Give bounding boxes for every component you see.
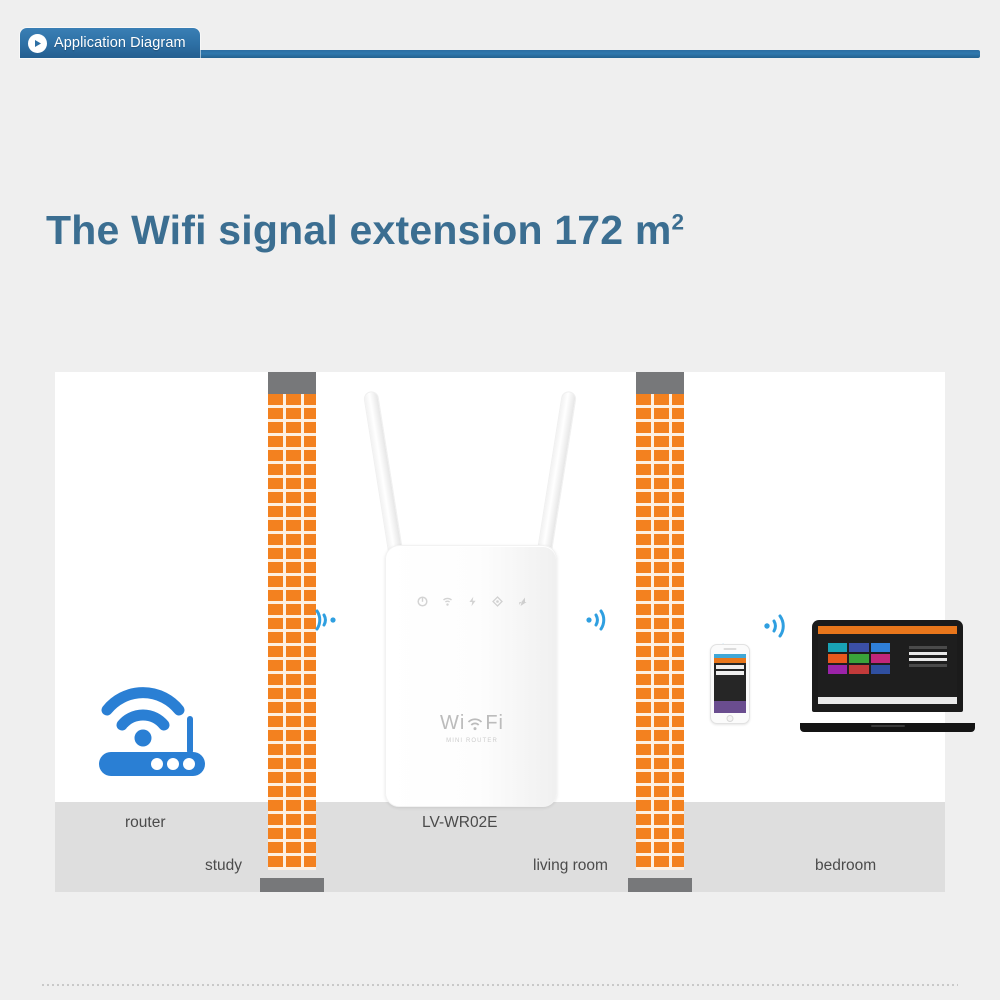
label-bedroom: bedroom — [815, 857, 877, 874]
label-living-room: living room — [533, 857, 608, 874]
brand-fi-text: Fi — [485, 712, 504, 734]
phone-content — [714, 663, 746, 701]
brick-wall-left — [260, 372, 324, 892]
wifi-repeater-device: Wi Fi MINI ROUTER — [340, 377, 600, 807]
phone-screen — [714, 654, 746, 713]
tab-bar-underline — [20, 50, 980, 58]
side-line — [909, 652, 947, 655]
wall-cap — [268, 372, 316, 394]
phone-home-button — [726, 714, 734, 722]
repeater-subtitle: MINI ROUTER — [446, 738, 498, 744]
laptop-screen — [818, 626, 957, 704]
play-circle-icon — [28, 33, 47, 53]
laptop-icon — [800, 620, 975, 732]
label-router: router — [125, 814, 166, 831]
page-title-text: The Wifi signal extension 172 m — [46, 207, 672, 254]
bottom-divider — [42, 984, 958, 986]
tab-application-diagram[interactable]: Application Diagram — [20, 28, 200, 58]
application-diagram-illustration: Wi Fi MINI ROUTER — [55, 372, 975, 892]
phone-footer — [714, 701, 746, 713]
phone-header — [714, 658, 746, 663]
brand-wifi-arc-icon — [468, 717, 483, 730]
wifi-wave-study-icon — [313, 607, 341, 638]
laptop-base — [800, 723, 975, 732]
label-study: study — [205, 857, 243, 874]
wifi-wave-livingroom-icon — [583, 607, 611, 638]
page-title: The Wifi signal extension 172 m2 — [46, 207, 684, 254]
wall-bricks — [636, 394, 684, 870]
floor-band — [55, 802, 945, 892]
brick-wall-right — [628, 372, 692, 892]
page-title-superscript: 2 — [671, 209, 685, 235]
wall-cap — [636, 372, 684, 394]
tab-label: Application Diagram — [54, 35, 186, 51]
wall-bricks — [268, 394, 316, 870]
tile — [828, 654, 848, 663]
power-led-icon — [416, 594, 428, 607]
phone-row — [716, 665, 744, 669]
repeater-body: Wi Fi MINI ROUTER — [385, 545, 557, 807]
repeater-brand: Wi Fi MINI ROUTER — [386, 712, 558, 744]
tile — [828, 643, 848, 652]
desktop-area — [818, 634, 957, 697]
tile — [849, 665, 869, 674]
led-indicator-row — [386, 594, 558, 607]
phone-row — [716, 671, 744, 675]
top-tab-bar: Application Diagram — [0, 14, 1000, 58]
tile — [870, 665, 890, 674]
browser-toolbar — [818, 626, 957, 634]
wps-led-icon — [467, 594, 478, 607]
router-icon — [95, 662, 215, 782]
wifi-led-icon — [442, 594, 453, 606]
side-line — [909, 664, 947, 667]
wall-base — [628, 878, 692, 892]
tile — [828, 665, 848, 674]
tile — [870, 654, 890, 663]
laptop-lid — [812, 620, 963, 712]
wifi-wave-laptop-icon — [760, 612, 790, 645]
wall-base — [260, 878, 324, 892]
side-panel — [909, 646, 947, 670]
tile-grid — [828, 643, 890, 674]
label-device-model: LV-WR02E — [422, 814, 498, 831]
side-line — [909, 646, 947, 649]
phone-speaker — [723, 648, 737, 650]
tile — [870, 643, 890, 652]
taskbar — [818, 697, 957, 704]
tile — [849, 643, 869, 652]
lan-led-icon — [517, 594, 528, 606]
signal-led-icon — [491, 594, 503, 607]
phone-statusbar — [714, 654, 746, 658]
tile — [849, 654, 869, 663]
brand-wi-text: Wi — [440, 712, 466, 734]
smartphone-icon — [710, 644, 750, 724]
side-line — [909, 658, 947, 661]
